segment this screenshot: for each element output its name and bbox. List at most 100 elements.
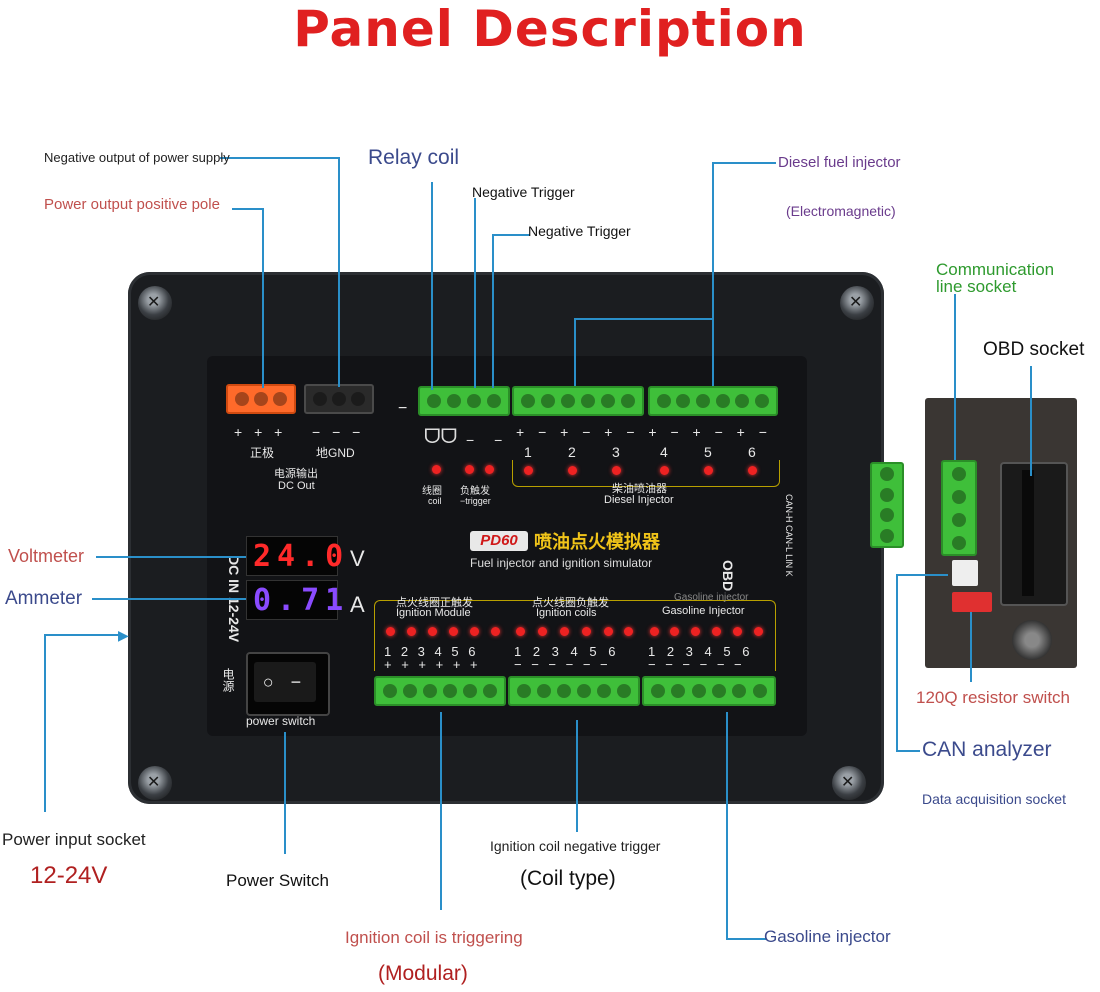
ignition-coils-signs: − − − − − − xyxy=(514,657,608,672)
voltmeter-display: 24.0 xyxy=(246,536,343,576)
led-indicator xyxy=(485,465,494,474)
led-indicator xyxy=(560,627,569,636)
led-indicator xyxy=(748,466,757,475)
screw-icon xyxy=(832,766,866,800)
gasoline-faint-label: Gasoline injector xyxy=(674,592,749,603)
led-indicator xyxy=(733,627,742,636)
dc-out-chinese-label: 电源输出 xyxy=(274,468,318,480)
screw-icon xyxy=(840,286,874,320)
resistor-dip-switch[interactable] xyxy=(952,592,992,612)
negative-signs: − − − xyxy=(312,424,365,440)
led-indicator xyxy=(386,627,395,636)
diesel-terminal-left[interactable] xyxy=(512,386,644,416)
screw-icon xyxy=(138,286,172,320)
led-indicator xyxy=(624,627,633,636)
product-chinese-name: 喷油点火模拟器 xyxy=(534,532,660,552)
diesel-polarity-signs: + − + − + − + − + − + − xyxy=(516,424,772,440)
power-input-label: Power input socket xyxy=(2,830,146,849)
led-indicator xyxy=(650,627,659,636)
diesel-number: 4 xyxy=(660,444,668,460)
gasoline-numbers: 1 2 3 4 5 6 xyxy=(648,644,750,659)
ignition-module-label: Ignition Module xyxy=(396,607,471,619)
diesel-number: 1 xyxy=(524,444,532,460)
relay-trigger-terminal[interactable] xyxy=(418,386,510,416)
gasoline-injector-terminal[interactable] xyxy=(642,676,776,706)
diesel-injector-label: Diesel Injector xyxy=(604,494,674,506)
led-indicator xyxy=(582,627,591,636)
resistor-switch-label: 120Q resistor switch xyxy=(916,688,1070,707)
diesel-chinese-label: 柴油喷油器 xyxy=(612,483,667,495)
obd-socket[interactable] xyxy=(1000,462,1068,606)
led-indicator xyxy=(568,466,577,475)
diesel-number: 2 xyxy=(568,444,576,460)
dc-out-label: DC Out xyxy=(278,480,315,492)
ground-output-terminal[interactable] xyxy=(304,384,374,414)
gasoline-signs: − − − − − − xyxy=(648,657,742,672)
side-communication-terminal[interactable] xyxy=(870,462,904,548)
coil-label: coil xyxy=(428,496,442,506)
communication-line-socket[interactable] xyxy=(941,460,977,556)
ignition-coils-label: Ignition coils xyxy=(536,607,597,619)
coil-negative-trigger-label: Ignition coil negative trigger xyxy=(490,838,661,854)
led-indicator xyxy=(491,627,500,636)
data-acquisition-label: Data acquisition socket xyxy=(922,791,1066,807)
gasoline-injector-label: Gasoline injector xyxy=(764,927,891,946)
led-indicator xyxy=(470,627,479,636)
obd-socket-slot xyxy=(1022,470,1034,596)
modular-label: (Modular) xyxy=(378,962,468,985)
ammeter-label: Ammeter xyxy=(5,588,83,609)
led-indicator xyxy=(612,466,621,475)
diesel-injector-label: Diesel fuel injector xyxy=(778,154,901,171)
ignition-coils-chinese-label: 点火线圈负触发 xyxy=(532,597,609,609)
positive-label: 正极 xyxy=(250,446,275,460)
led-indicator xyxy=(660,466,669,475)
diesel-number: 6 xyxy=(748,444,756,460)
diesel-terminal-right[interactable] xyxy=(648,386,778,416)
diesel-group-border xyxy=(512,460,780,487)
negative-output-label: Negative output of power supply xyxy=(44,150,230,165)
mount-screw-icon xyxy=(1012,620,1052,660)
can-analyzer-label: CAN analyzer xyxy=(922,738,1052,761)
led-indicator xyxy=(754,627,763,636)
ground-label: 地GND xyxy=(316,446,355,460)
page-title: Panel Description xyxy=(293,0,807,58)
ammeter-display: 0.71 xyxy=(246,580,343,620)
amp-unit: A xyxy=(350,592,365,617)
positive-output-terminal[interactable] xyxy=(226,384,296,414)
ignition-coils-terminal[interactable] xyxy=(508,676,640,706)
ignition-module-numbers: 1 2 3 4 5 6 xyxy=(384,644,476,659)
model-badge: PD60 xyxy=(470,531,528,551)
negative-trigger-label-2: Negative Trigger xyxy=(528,223,631,239)
obd-label: OBD xyxy=(720,560,736,592)
ignition-module-chinese-label: 点火线圈正触发 xyxy=(396,597,473,609)
led-indicator xyxy=(538,627,547,636)
coil-chinese-label: 线圈 xyxy=(422,486,442,497)
volt-unit: V xyxy=(350,546,365,571)
arrow-right-icon: ▶ xyxy=(118,627,129,643)
ignition-group-border xyxy=(374,600,776,671)
relay-coil-label: Relay coil xyxy=(368,146,460,169)
led-indicator xyxy=(670,627,679,636)
product-english-name: Fuel injector and ignition simulator xyxy=(470,556,653,570)
electromagnetic-label: (Electromagnetic) xyxy=(786,203,896,219)
minus-sign: − xyxy=(398,400,408,417)
obd-socket-label: OBD socket xyxy=(983,339,1085,360)
led-indicator xyxy=(432,465,441,474)
coil-symbol-icon: ᗜᗜ xyxy=(424,424,458,448)
power-rocker-switch[interactable]: ○ − xyxy=(254,662,316,702)
led-indicator xyxy=(604,627,613,636)
led-indicator xyxy=(691,627,700,636)
ignition-module-terminal[interactable] xyxy=(374,676,506,706)
led-indicator xyxy=(516,627,525,636)
screw-icon xyxy=(138,766,172,800)
connector-block xyxy=(952,560,978,586)
coil-minus-signs: − − xyxy=(466,432,511,448)
gasoline-injector-panel-label: Gasoline Injector xyxy=(662,605,745,617)
ignition-coils-numbers: 1 2 3 4 5 6 xyxy=(514,644,616,659)
voltage-range-label: 12-24V xyxy=(30,862,108,889)
coil-type-label: (Coil type) xyxy=(520,867,616,890)
led-indicator xyxy=(524,466,533,475)
power-switch-panel-label: power switch xyxy=(246,714,316,728)
neg-trigger-chinese-label: 负触发 xyxy=(460,486,490,497)
